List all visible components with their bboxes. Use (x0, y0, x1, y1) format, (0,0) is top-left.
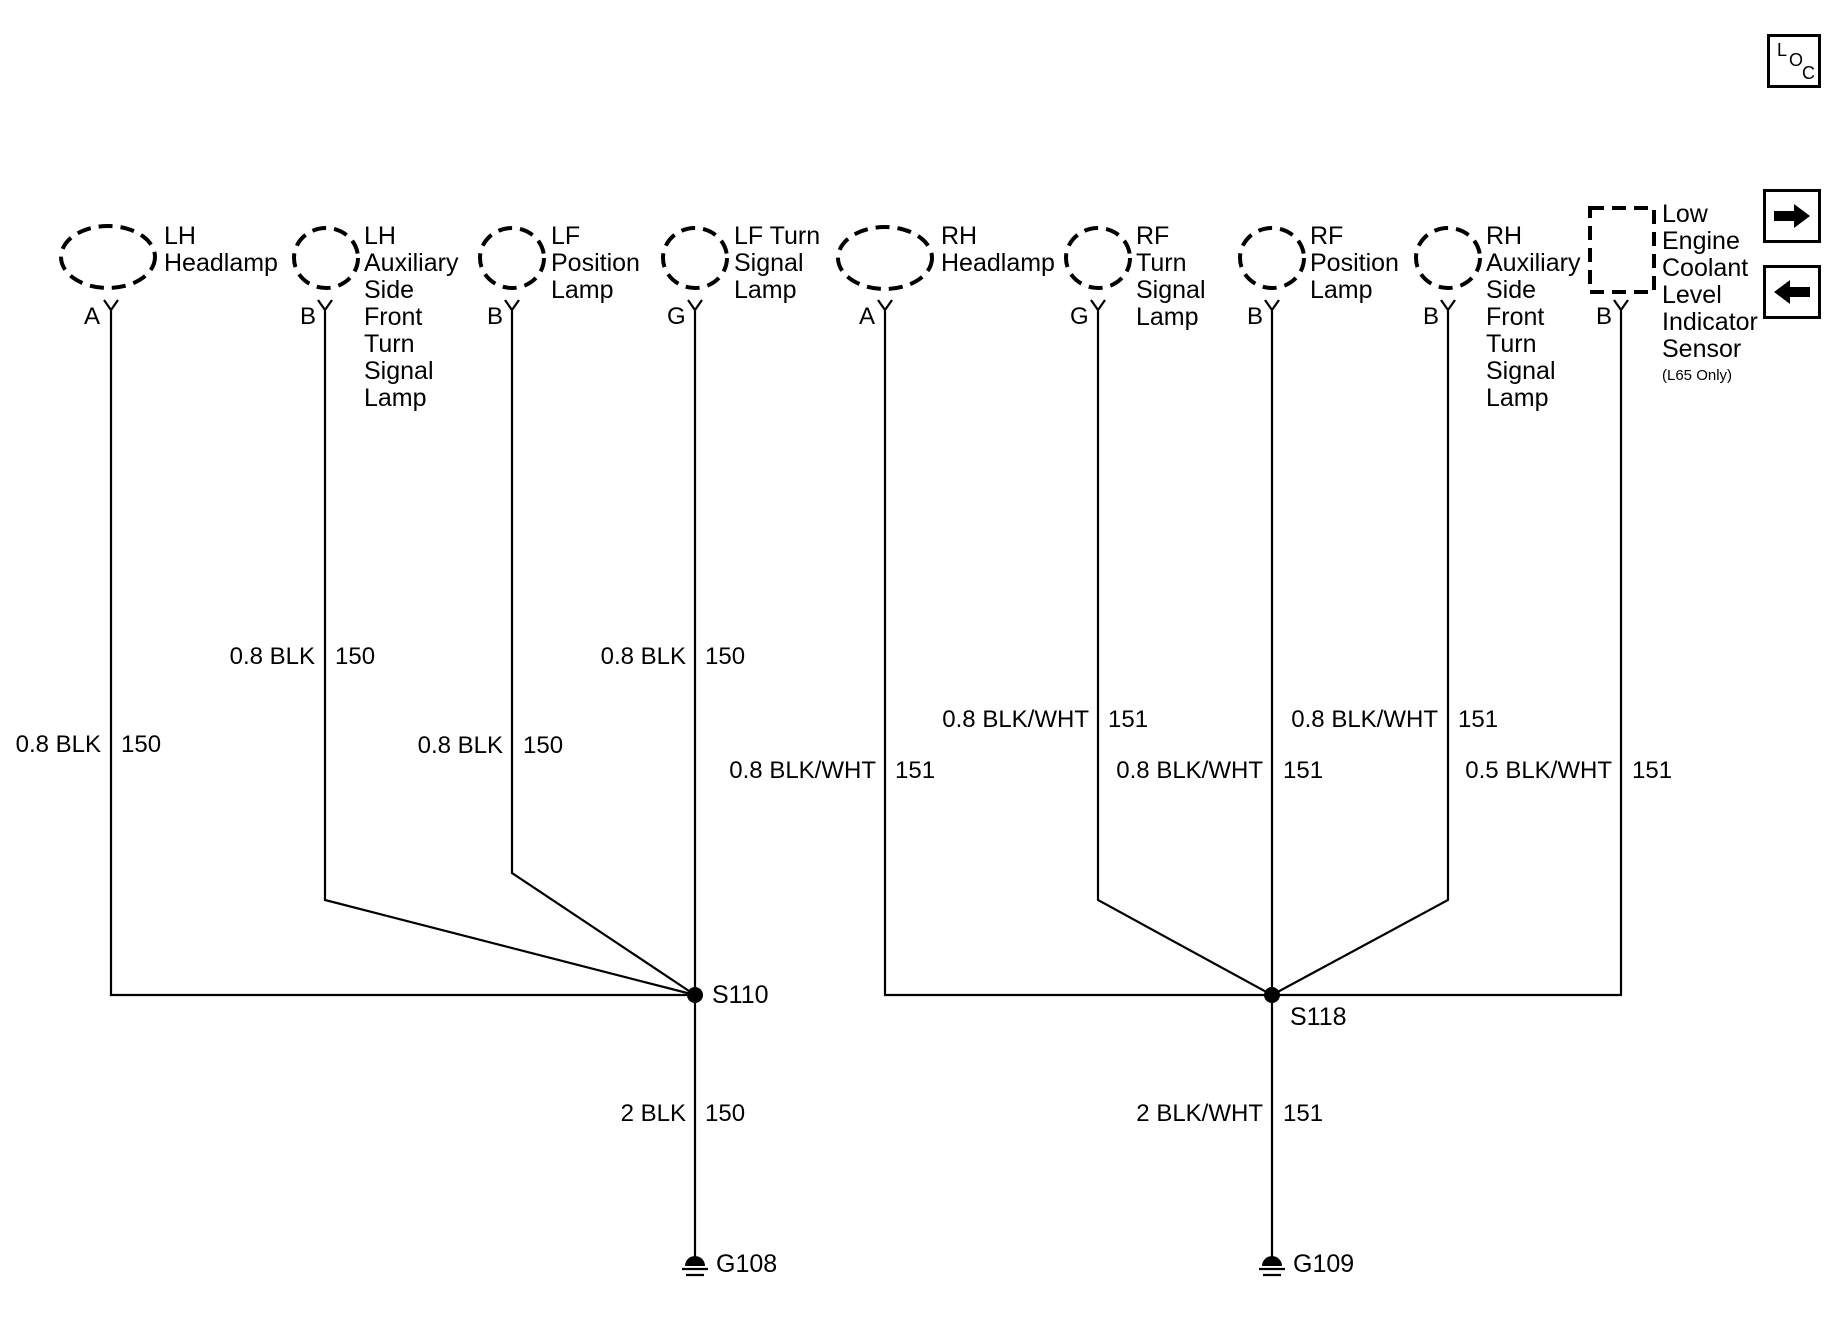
wire-rh-headlamp-gauge: 0.8 BLK/WHT (729, 757, 876, 784)
loc-letter-c: C (1802, 63, 1815, 83)
svg-text:B: B (487, 303, 503, 330)
wire-rf-turn-circuit: 151 (1108, 706, 1148, 733)
svg-text:G: G (1070, 303, 1089, 330)
svg-text:B: B (1596, 303, 1612, 330)
wire-rf-position-upper-circuit: 151 (1458, 706, 1498, 733)
lh-headlamp-label: LH Headlamp (164, 222, 278, 277)
terminal-lf-position: B (487, 299, 520, 330)
wire-rf-position-upper-gauge: 0.8 BLK/WHT (1291, 706, 1438, 733)
terminal-coolant: B (1596, 299, 1629, 330)
wire-s118-ground-gauge: 2 BLK/WHT (1136, 1100, 1263, 1127)
splice-s118 (1264, 987, 1280, 1003)
wire-lh-headlamp-circuit: 150 (121, 731, 161, 758)
wire-rh-headlamp-circuit: 151 (895, 757, 935, 784)
coolant-sensor-note: (L65 Only) (1662, 367, 1732, 384)
lf-turn-lamp-label: LF Turn Signal Lamp (734, 222, 827, 304)
terminal-lh-headlamp: A (84, 299, 119, 330)
svg-text:A: A (84, 303, 100, 330)
svg-text:B: B (1247, 303, 1263, 330)
splice-s118-label: S118 (1290, 1003, 1347, 1031)
wire-lf-turn-gauge: 0.8 BLK (601, 643, 686, 670)
lf-position-lamp-label: LF Position Lamp (551, 222, 647, 304)
wire-s110-ground-gauge: 2 BLK (621, 1100, 686, 1127)
rf-turn-lamp-symbol (1064, 226, 1132, 290)
terminal-rh-aux: B (1423, 299, 1456, 330)
coolant-sensor-label: Low Engine Coolant Level Indicator Senso… (1662, 200, 1765, 363)
wire-lf-position-circuit: 150 (523, 732, 563, 759)
next-page-button[interactable] (1763, 189, 1821, 243)
wire-rf-turn-gauge: 0.8 BLK/WHT (942, 706, 1089, 733)
ground-g109-icon (1259, 1253, 1285, 1277)
wire-coolant-circuit: 151 (1632, 757, 1672, 784)
loc-letter-l: L (1777, 40, 1788, 60)
wire-lf-turn-circuit: 150 (705, 643, 745, 670)
svg-text:G: G (667, 303, 686, 330)
terminal-rf-position: B (1247, 299, 1280, 330)
splice-s110 (687, 987, 703, 1003)
lf-turn-lamp-symbol (661, 226, 729, 290)
svg-text:A: A (859, 303, 875, 330)
loc-letter-o: O (1789, 50, 1804, 70)
arrow-right-icon (1774, 204, 1810, 228)
terminal-rf-turn: G (1070, 299, 1106, 330)
rh-headlamp-symbol (836, 225, 934, 291)
svg-text:B: B (300, 303, 316, 330)
wire-coolant-gauge: 0.5 BLK/WHT (1465, 757, 1612, 784)
lf-position-lamp-symbol (478, 226, 546, 290)
wire-s110-ground-circuit: 150 (705, 1100, 745, 1127)
wire-lh-aux-gauge: 0.8 BLK (230, 643, 315, 670)
rh-aux-lamp-symbol (1414, 226, 1482, 290)
ground-g109-label: G109 (1293, 1250, 1354, 1278)
wires-left-group (109, 310, 697, 1253)
lh-headlamp-symbol (59, 224, 157, 290)
terminal-lf-turn: G (667, 299, 703, 330)
splice-s110-label: S110 (712, 981, 769, 1009)
lh-aux-lamp-symbol (292, 226, 360, 290)
wire-s118-ground-circuit: 151 (1283, 1100, 1323, 1127)
wire-lf-position-gauge: 0.8 BLK (418, 732, 503, 759)
wire-rf-position-lower-circuit: 151 (1283, 757, 1323, 784)
ground-g108-icon (682, 1253, 708, 1277)
rf-turn-lamp-label: RF Turn Signal Lamp (1136, 222, 1212, 331)
ground-g108-label: G108 (716, 1250, 777, 1278)
svg-text:B: B (1423, 303, 1439, 330)
wire-rf-position-lower-gauge: 0.8 BLK/WHT (1116, 757, 1263, 784)
location-icon[interactable]: L O C (1767, 34, 1821, 88)
rf-position-lamp-symbol (1238, 226, 1306, 290)
arrow-left-icon (1774, 280, 1810, 304)
rh-aux-lamp-label: RH Auxiliary Side Front Turn Signal Lamp (1486, 222, 1587, 412)
wire-lh-aux-circuit: 150 (335, 643, 375, 670)
wires-right-group (883, 310, 1623, 1253)
terminal-rh-headlamp: A (859, 299, 893, 330)
previous-page-button[interactable] (1763, 265, 1821, 319)
coolant-sensor-symbol (1588, 206, 1656, 294)
lh-aux-lamp-label: LH Auxiliary Side Front Turn Signal Lamp (364, 222, 465, 412)
wire-lh-headlamp-gauge: 0.8 BLK (16, 731, 101, 758)
rh-headlamp-label: RH Headlamp (941, 222, 1055, 277)
terminal-lh-aux: B (300, 299, 333, 330)
rf-position-lamp-label: RF Position Lamp (1310, 222, 1406, 304)
